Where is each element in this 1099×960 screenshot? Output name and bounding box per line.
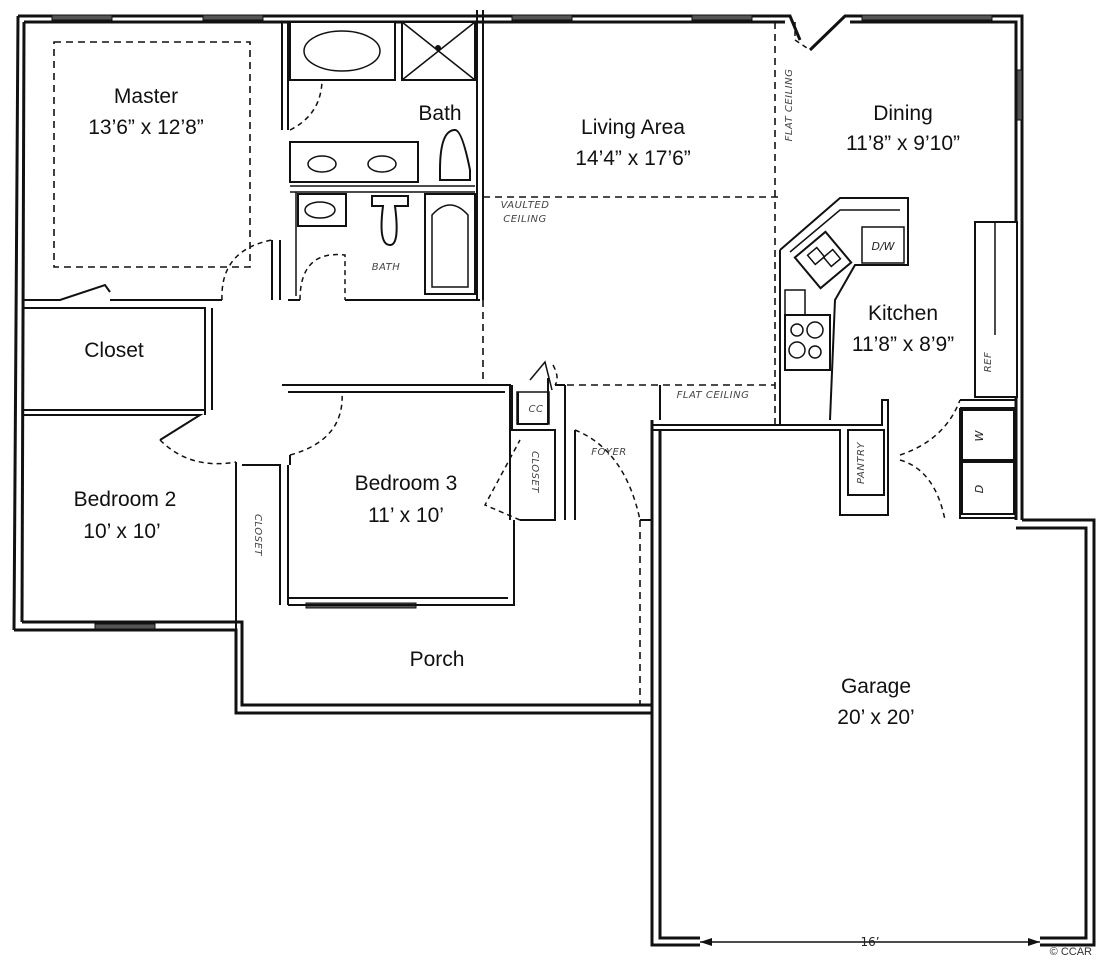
dashed-lines: [53, 22, 780, 706]
label-ref: REF: [983, 352, 994, 373]
room-porch-name: Porch: [410, 648, 465, 671]
label-closet-bed3: CLOSET: [529, 451, 540, 493]
label-flat-ceiling-mid: FLAT CEILING: [677, 390, 750, 401]
room-garage-size: 20’ x 20’: [837, 706, 914, 729]
room-living-size: 14’4” x 17’6”: [575, 147, 691, 170]
label-pantry: PANTRY: [856, 442, 867, 484]
room-bedroom3-size: 11’ x 10’: [368, 504, 444, 527]
room-dining-name: Dining: [873, 102, 933, 125]
room-master-size: 13’6” x 12’8”: [88, 116, 204, 139]
room-master-name: Master: [114, 85, 178, 108]
label-foyer: FOYER: [591, 447, 627, 458]
label-dw: D/W: [871, 240, 895, 253]
room-garage-name: Garage: [841, 675, 911, 698]
label-flat-ceiling-top: FLAT CEILING: [784, 69, 795, 142]
room-bedroom2-name: Bedroom 2: [74, 488, 177, 511]
watermark: © CCAR: [1050, 946, 1092, 958]
room-dining-size: 11’8” x 9’10”: [846, 132, 960, 155]
bath-fixtures: [289, 21, 476, 295]
label-vaulted-ceiling-2: CEILING: [503, 214, 547, 225]
room-bedroom3-name: Bedroom 3: [355, 472, 458, 495]
room-kitchen-name: Kitchen: [868, 302, 938, 325]
label-garage-width: 16’: [860, 935, 879, 949]
label-cc: CC: [529, 404, 544, 415]
label-bath2: BATH: [372, 262, 401, 273]
interior-walls: [22, 10, 1017, 630]
room-bedroom2-size: 10’ x 10’: [83, 520, 160, 543]
label-closet-bed2: CLOSET: [252, 514, 263, 556]
exterior-walls: [12, 14, 1096, 947]
label-vaulted-ceiling-1: VAULTED: [501, 200, 550, 211]
room-bath-name: Bath: [418, 102, 461, 125]
garage-dimension: [700, 938, 1040, 946]
label-washer: W: [973, 429, 986, 441]
room-living-name: Living Area: [581, 116, 685, 139]
room-kitchen-size: 11’8” x 8’9”: [852, 333, 954, 356]
label-dryer: D: [973, 485, 986, 493]
room-closet-name: Closet: [84, 339, 144, 362]
kitchen-fixtures: [779, 197, 1018, 515]
